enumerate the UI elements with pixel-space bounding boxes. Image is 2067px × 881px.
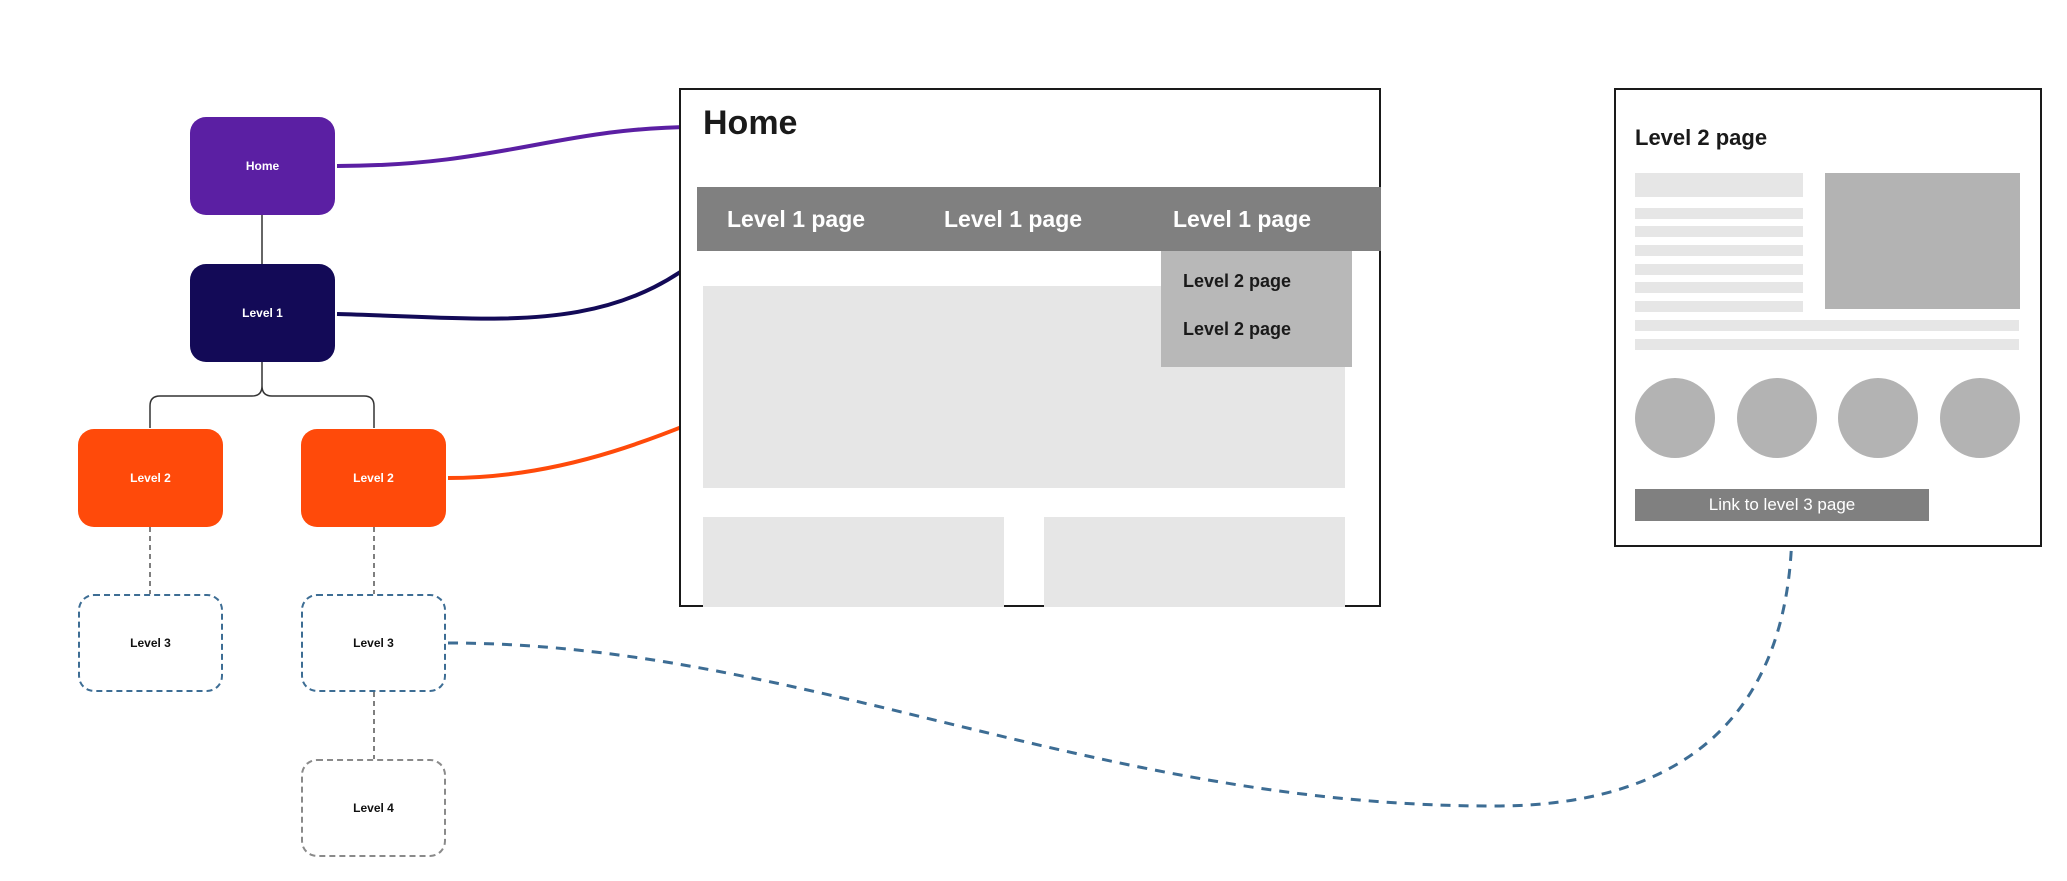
node-level-1: Level 1 xyxy=(190,264,335,362)
dropdown-item-level-2-a[interactable]: Level 2 page xyxy=(1183,271,1292,291)
node-home: Home xyxy=(190,117,335,215)
node-level-4-label: Level 4 xyxy=(353,801,394,815)
text-placeholder-line xyxy=(1635,282,1803,293)
nav-item-level-1-b[interactable]: Level 1 page xyxy=(944,206,1083,232)
image-placeholder xyxy=(1825,173,2020,309)
node-level-3-left: Level 3 xyxy=(78,594,223,692)
node-level-2-left: Level 2 xyxy=(78,429,223,527)
link-to-level-3-label: Link to level 3 page xyxy=(1708,495,1856,514)
content-placeholder-left xyxy=(703,517,1004,607)
text-placeholder-line xyxy=(1635,226,1803,237)
dropdown-item-level-2-b[interactable]: Level 2 page xyxy=(1183,319,1292,339)
text-placeholder-line xyxy=(1635,301,1803,312)
text-placeholder-wide-line xyxy=(1635,339,2019,350)
text-placeholder-heading xyxy=(1635,173,1803,197)
level-2-page-title: Level 2 page xyxy=(1635,125,1768,150)
arrow-home-to-home-page xyxy=(336,122,699,168)
node-level-4: Level 4 xyxy=(301,759,446,857)
node-level-1-label: Level 1 xyxy=(242,306,283,320)
level-2-page-wireframe: Level 2 page Link to level 3 page xyxy=(1614,88,2042,547)
text-placeholder-line xyxy=(1635,245,1803,256)
tree-line-level1-level2 xyxy=(149,362,375,428)
dropdown-menu: Level 2 page Level 2 page xyxy=(1161,251,1352,367)
node-level-2-right-label: Level 2 xyxy=(353,471,394,485)
content-placeholder-right xyxy=(1044,517,1345,607)
node-level-3-left-label: Level 3 xyxy=(130,636,171,650)
text-placeholder-line xyxy=(1635,208,1803,219)
node-level-2-right: Level 2 xyxy=(301,429,446,527)
arrow-level1-to-nav xyxy=(336,234,726,321)
circle-placeholder xyxy=(1737,378,1817,458)
node-level-3-right: Level 3 xyxy=(301,594,446,692)
home-page-wireframe: Home Level 1 page Level 1 page Level 1 p… xyxy=(679,88,1381,607)
node-level-3-right-label: Level 3 xyxy=(353,636,394,650)
node-level-2-left-label: Level 2 xyxy=(130,471,171,485)
main-navigation: Level 1 page Level 1 page Level 1 page xyxy=(697,187,1381,251)
circle-placeholder xyxy=(1940,378,2020,458)
home-page-title: Home xyxy=(703,104,798,142)
circle-placeholder xyxy=(1838,378,1918,458)
node-home-label: Home xyxy=(245,159,280,173)
text-placeholder-line xyxy=(1635,264,1803,275)
nav-item-level-1-a[interactable]: Level 1 page xyxy=(727,206,866,232)
text-placeholder-wide-line xyxy=(1635,320,2019,331)
circle-placeholder xyxy=(1635,378,1715,458)
nav-item-level-1-c[interactable]: Level 1 page xyxy=(1173,206,1312,232)
link-to-level-3-button[interactable]: Link to level 3 page xyxy=(1635,489,1929,521)
arrow-level3-to-link xyxy=(447,521,1797,808)
